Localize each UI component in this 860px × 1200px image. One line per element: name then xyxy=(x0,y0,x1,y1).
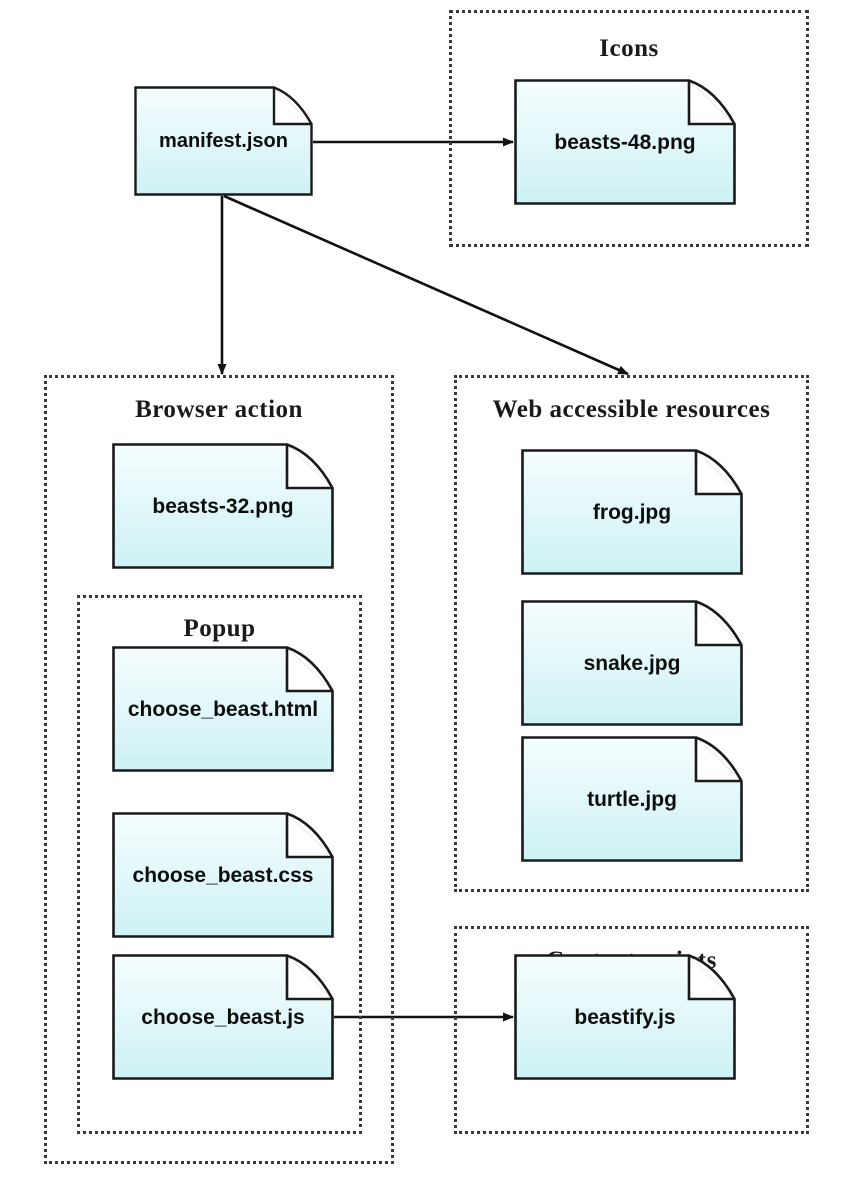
node-choose-beast-js[interactable]: choose_beast.js xyxy=(112,954,334,1080)
group-label-icons: Icons xyxy=(599,35,659,62)
group-popup: Popup xyxy=(77,595,362,1134)
node-beastify-js[interactable]: beastify.js xyxy=(514,954,736,1080)
node-choose-beast-html[interactable]: choose_beast.html xyxy=(112,646,334,772)
group-label-browser-action: Browser action xyxy=(135,396,303,423)
node-turtle-jpg[interactable]: turtle.jpg xyxy=(521,736,743,862)
group-label-popup: Popup xyxy=(183,615,256,642)
node-snake-jpg[interactable]: snake.jpg xyxy=(521,600,743,726)
group-label-web-accessible-resources: Web accessible resources xyxy=(492,396,771,423)
node-frog-jpg[interactable]: frog.jpg xyxy=(521,449,743,575)
node-beasts-32-png[interactable]: beasts-32.png xyxy=(112,443,334,569)
group-icons: Icons xyxy=(449,10,809,247)
node-manifest-json[interactable]: manifest.json xyxy=(134,86,313,196)
node-beasts-48-png[interactable]: beasts-48.png xyxy=(514,79,736,205)
group-browser-action: Browser action xyxy=(44,375,394,1164)
node-choose-beast-css[interactable]: choose_beast.css xyxy=(112,812,334,938)
group-web-accessible-resources: Web accessible resources xyxy=(454,375,809,892)
